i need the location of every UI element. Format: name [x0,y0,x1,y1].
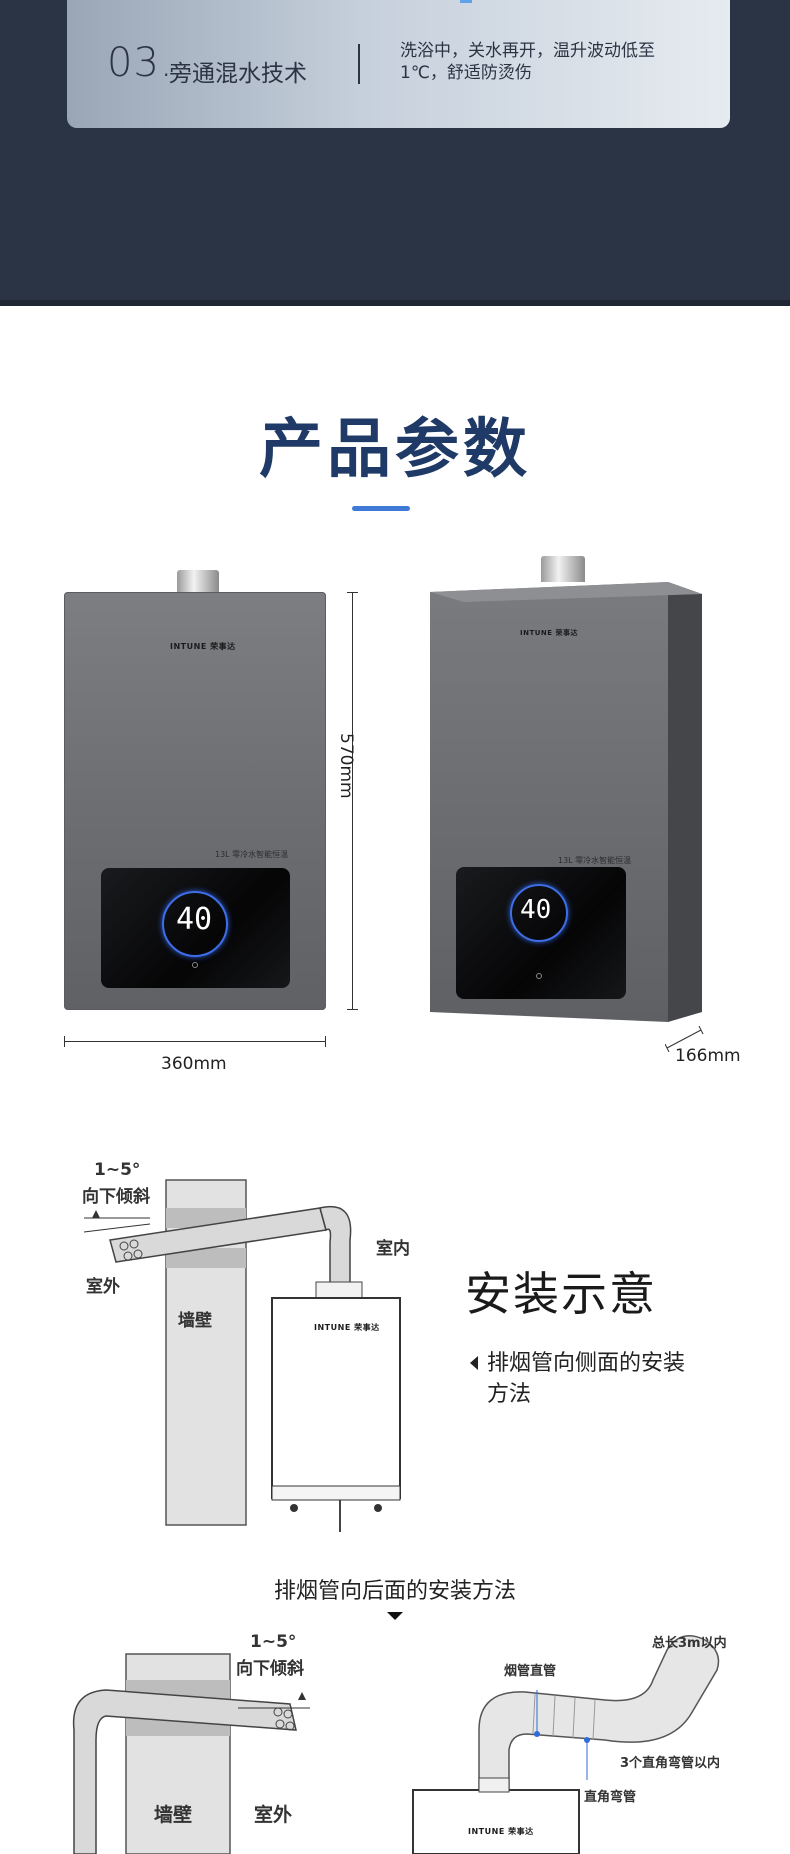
install-title: 安装示意 [465,1267,657,1321]
power-icon [536,973,542,979]
feature-banner: 03. 旁通混水技术 洗浴中，关水再开，温升波动低至1℃，舒适防烫伤 [0,0,790,305]
tilt-angle-label: 1~5° [94,1160,141,1180]
temperature-display-front: 40 [176,902,213,937]
height-dimension-line [347,592,358,1010]
accent-mark [460,0,472,3]
tilt-direction-label: 向下倾斜 [82,1187,150,1207]
elbow-limit-label: 3个直角弯管以内 [620,1756,721,1771]
wall-label: 墙壁 [178,1311,212,1331]
depth-dimension-line [665,1025,704,1052]
feature-card: 03. 旁通混水技术 洗浴中，关水再开，温升波动低至1℃，舒适防烫伤 [67,0,730,128]
back-install-caption: 排烟管向后面的安装方法 [273,1579,516,1604]
exhaust-pipe-side [541,556,585,582]
brand-logo-front: INTUNE 荣事达 [170,642,236,651]
model-label-side: 13L 零冷水智能恒温 [558,856,632,865]
height-dimension: 570mm [336,733,356,799]
back-install-diagram-right [412,1635,720,1854]
feature-divider [358,44,360,84]
brand-logo-diagram: INTUNE 荣事达 [314,1323,380,1332]
section-underline [352,506,410,511]
tilt-direction-label-back: 向下倾斜 [236,1659,304,1679]
power-icon [192,962,198,968]
exhaust-pipe-front [177,570,219,594]
caret-left-icon [470,1356,478,1370]
brand-logo-back-diagram: INTUNE 荣事达 [468,1827,534,1836]
model-label-front: 13L 零冷水智能恒温 [215,850,289,859]
display-ring-side [510,884,568,942]
feature-title: 旁通混水技术 [169,61,307,87]
width-dimension-line [64,1036,326,1047]
outdoor-label-back: 室外 [254,1804,293,1826]
outdoor-label: 室外 [86,1277,120,1297]
elbow-label: 直角弯管 [584,1790,637,1805]
back-install-diagram-left [72,1653,310,1854]
feature-description: 洗浴中，关水再开，温升波动低至1℃，舒适防烫伤 [400,41,655,83]
straight-pipe-label: 烟管直管 [504,1664,557,1679]
feature-number: 03. [107,40,174,86]
tilt-angle-label-back: 1~5° [250,1632,297,1652]
depth-dimension: 166mm [675,1046,741,1066]
temperature-display-side: 40 [520,895,552,925]
width-dimension: 360mm [161,1054,227,1074]
display-ring-front [162,891,228,957]
caret-down-icon [387,1612,403,1620]
indoor-label: 室内 [376,1239,410,1259]
section-title: 产品参数 [259,413,531,487]
side-install-diagram [83,1179,401,1532]
install-subtitle: 排烟管向侧面的安装方法 [487,1351,686,1407]
band-shadow [0,300,790,306]
brand-logo-side: INTUNE 荣事达 [520,629,578,637]
wall-label-back: 墙壁 [154,1804,193,1826]
total-length-label: 总长3m以内 [652,1636,727,1651]
